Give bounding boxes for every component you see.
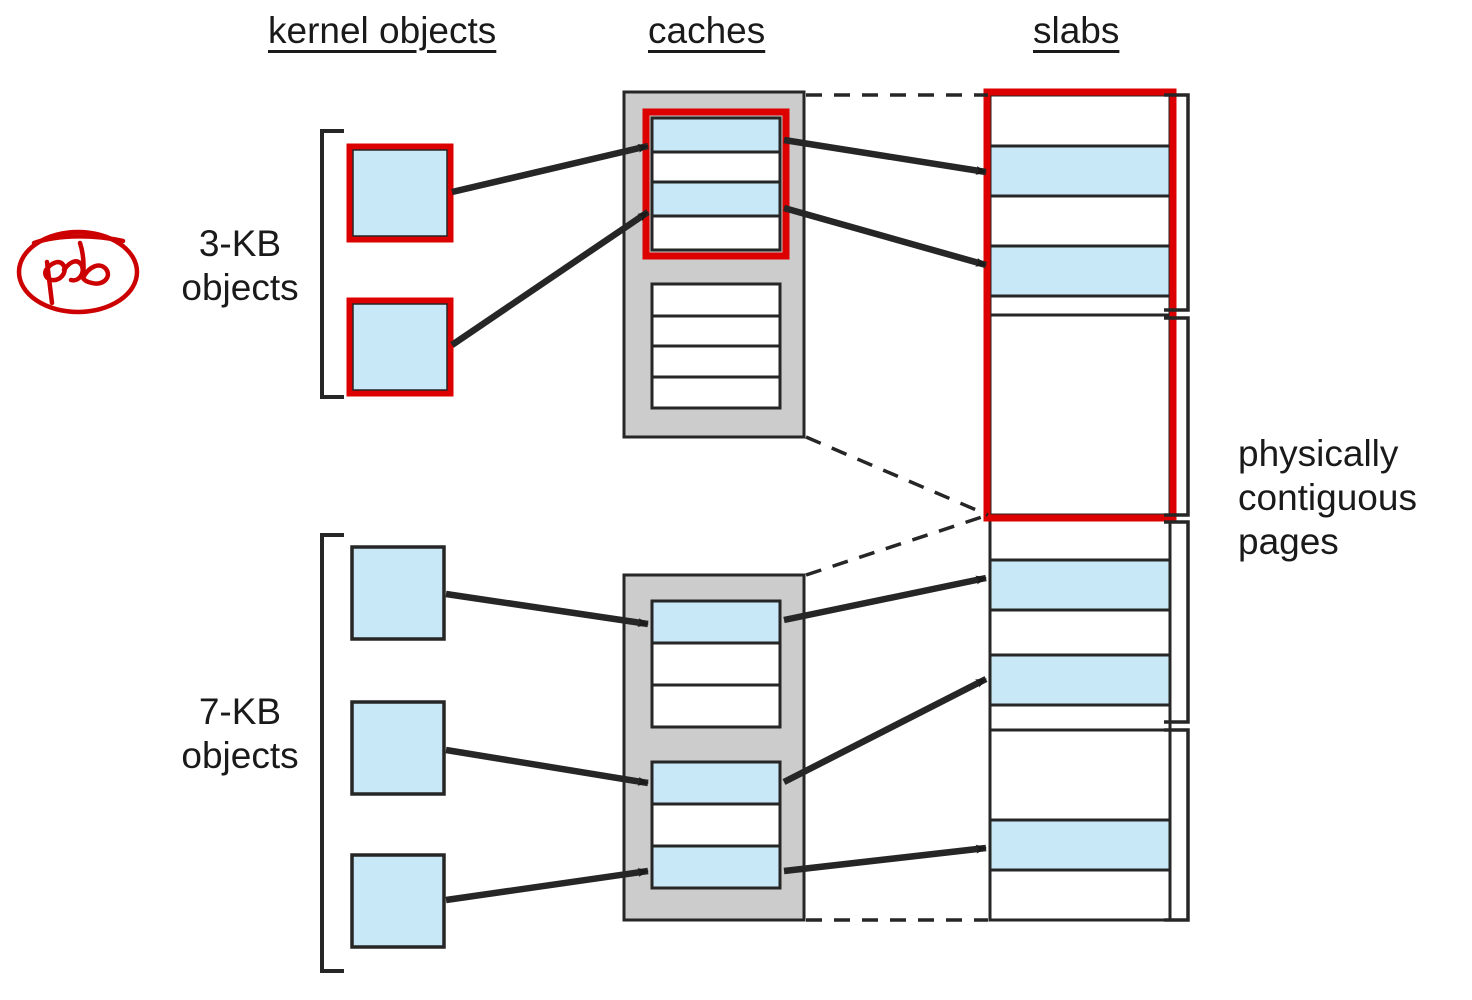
bracket-7kb-group bbox=[320, 533, 344, 973]
slab-row-8[interactable] bbox=[988, 558, 1172, 612]
cache-7kb-slab-a-cell-2[interactable] bbox=[650, 641, 782, 687]
slab-row-2[interactable] bbox=[988, 144, 1172, 198]
pcb-handwritten-annotation bbox=[16, 229, 140, 315]
slab-row-7[interactable] bbox=[988, 513, 1172, 562]
arrow-obj7kb2-to-cache bbox=[445, 746, 649, 787]
slab-row-4[interactable] bbox=[988, 244, 1172, 298]
pages-label: physically contiguous pages bbox=[1238, 432, 1472, 564]
cache-3kb-slab-b-cell-3[interactable] bbox=[650, 344, 782, 379]
arrow-cache7-to-slab-3 bbox=[783, 844, 987, 875]
cache-7kb-slab-b-cell-1[interactable] bbox=[650, 760, 782, 806]
slab-row-3[interactable] bbox=[988, 194, 1172, 248]
cache-3kb-slab-b-cell-2[interactable] bbox=[650, 314, 782, 348]
cache-3kb-slab-a-cell-3[interactable] bbox=[650, 180, 782, 218]
slab-row-9[interactable] bbox=[988, 608, 1172, 657]
cache-7kb-slab-b-cell-3[interactable] bbox=[650, 844, 782, 890]
slab-row-14[interactable] bbox=[988, 868, 1172, 922]
pages-label-line2: contiguous bbox=[1238, 477, 1417, 518]
cache-7kb-slab-a-cell-1[interactable] bbox=[650, 599, 782, 645]
kernel-object-7kb-1[interactable] bbox=[350, 545, 446, 641]
page-bracket-2 bbox=[1164, 316, 1190, 517]
group-label-7kb-line2: objects bbox=[181, 735, 299, 776]
cache-3kb-slab-a-cell-1[interactable] bbox=[650, 116, 782, 154]
arrow-cache-to-slab-2 bbox=[783, 204, 987, 269]
arrow-obj3kb2-to-cache bbox=[450, 209, 650, 348]
arrow-cache7-to-slab-2 bbox=[782, 676, 988, 785]
page-bracket-3 bbox=[1164, 520, 1190, 724]
header-caches: caches bbox=[648, 10, 766, 51]
group-label-3kb-line2: objects bbox=[181, 267, 299, 308]
cache-7kb-slab-b-cell-2[interactable] bbox=[650, 802, 782, 848]
group-label-3kb: 3-KB objects bbox=[160, 222, 320, 310]
slab-row-12[interactable] bbox=[988, 728, 1172, 822]
slab-row-6[interactable] bbox=[988, 313, 1172, 517]
header-slabs: slabs bbox=[1033, 10, 1120, 51]
page-bracket-1 bbox=[1164, 93, 1190, 312]
kernel-object-7kb-3[interactable] bbox=[350, 853, 446, 949]
slab-3kb-region bbox=[983, 88, 1177, 522]
bracket-3kb-group bbox=[320, 129, 344, 399]
page-bracket-4 bbox=[1164, 728, 1190, 922]
kernel-object-3kb-2-inner bbox=[352, 303, 448, 391]
arrow-obj3kb1-to-cache bbox=[451, 142, 649, 196]
arrow-cache7-to-slab-1 bbox=[783, 574, 987, 624]
slab-row-10[interactable] bbox=[988, 653, 1172, 707]
arrow-obj7kb1-to-cache bbox=[445, 590, 649, 628]
cache-3kb-slab-a-cell-4[interactable] bbox=[650, 214, 782, 252]
arrow-obj7kb3-to-cache bbox=[445, 867, 649, 904]
cache-3kb-slab-b-cell-1[interactable] bbox=[650, 282, 782, 318]
pages-label-line1: physically bbox=[1238, 433, 1399, 474]
slab-row-13[interactable] bbox=[988, 818, 1172, 872]
header-kernel-objects: kernel objects bbox=[268, 10, 497, 51]
slab-row-11[interactable] bbox=[988, 703, 1172, 732]
kernel-object-3kb-1-inner bbox=[352, 149, 448, 237]
pages-label-line3: pages bbox=[1238, 521, 1339, 562]
kernel-object-3kb-1[interactable] bbox=[346, 143, 454, 243]
cache-3kb-slab-a-cell-2[interactable] bbox=[650, 150, 782, 184]
group-label-7kb: 7-KB objects bbox=[160, 690, 320, 778]
cache-3kb-slab-a-highlight bbox=[642, 108, 790, 260]
cache-3kb-slab-b-cell-4[interactable] bbox=[650, 375, 782, 410]
arrow-cache-to-slab-1 bbox=[783, 136, 987, 176]
dashed-cache3-bottom bbox=[805, 435, 989, 517]
group-label-7kb-line1: 7-KB bbox=[198, 691, 282, 732]
slab-row-5[interactable] bbox=[988, 294, 1172, 317]
group-label-3kb-line1: 3-KB bbox=[198, 223, 282, 264]
kernel-object-3kb-2[interactable] bbox=[346, 297, 454, 397]
slab-row-1[interactable] bbox=[988, 93, 1172, 148]
cache-7kb-slab-a-cell-3[interactable] bbox=[650, 683, 782, 729]
kernel-object-7kb-2[interactable] bbox=[350, 700, 446, 796]
dashed-cache7-top bbox=[805, 513, 989, 577]
